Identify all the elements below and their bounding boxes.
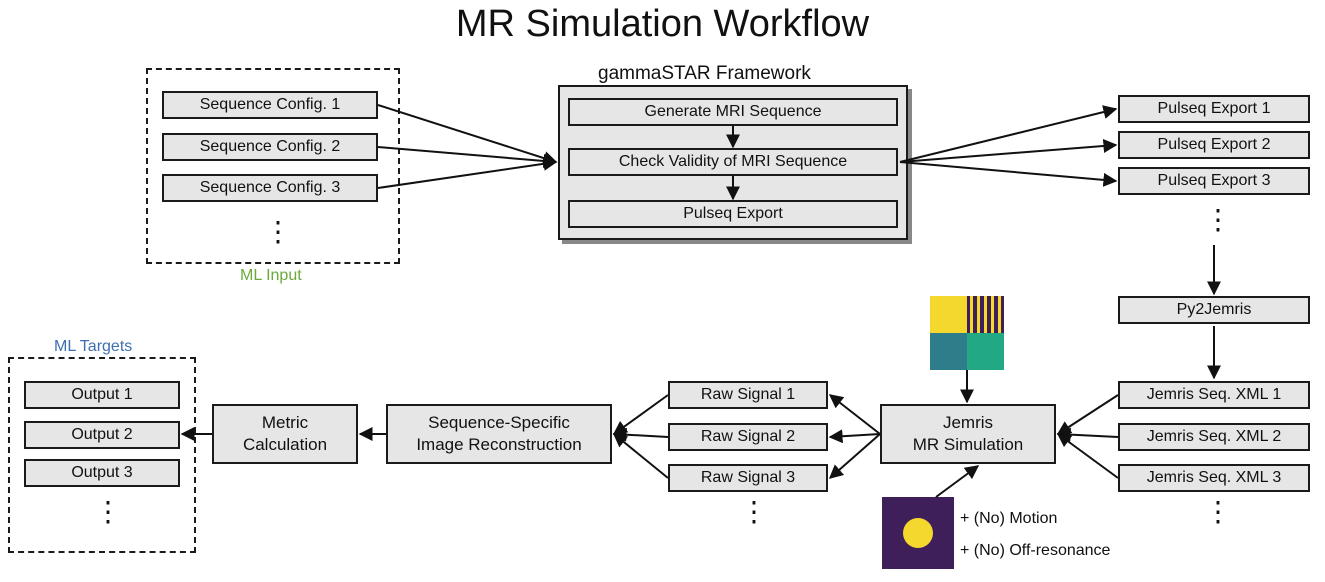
ml-input-group: [146, 68, 400, 264]
pulseq-export-1: Pulseq Export 1: [1118, 95, 1310, 123]
arrow-sim-raw1: [828, 394, 881, 435]
arrow-xml1-sim: [1056, 394, 1119, 435]
output-2: Output 2: [24, 421, 180, 449]
jemris-xml-3: Jemris Seq. XML 3: [1118, 464, 1310, 492]
arrow-framework-pulseq3: [899, 161, 1118, 187]
metric-calculation: Metric Calculation: [212, 404, 358, 464]
pulseq-export-2: Pulseq Export 2: [1118, 131, 1310, 159]
jemris-mr-simulation: Jemris MR Simulation: [880, 404, 1056, 464]
jemris-xml-2: Jemris Seq. XML 2: [1118, 423, 1310, 451]
arrow-config2-framework: [377, 146, 558, 168]
raw-signal-2: Raw Signal 2: [668, 423, 828, 451]
diagram-title: MR Simulation Workflow: [455, 3, 870, 45]
raw-signal-3: Raw Signal 3: [668, 464, 828, 492]
arrow-motion-sim: [935, 465, 980, 498]
arrow-xml3-sim: [1056, 433, 1119, 479]
output-3: Output 3: [24, 459, 180, 487]
sequence-phantom-image: [930, 296, 1004, 370]
motion-annotation: + (No) Motion: [960, 510, 1058, 527]
ml-targets-label: ML Targets: [54, 338, 133, 355]
ml-targets-group: [8, 357, 196, 553]
output-1: Output 1: [24, 381, 180, 409]
arrow-sim-raw3: [828, 433, 881, 479]
arrow-config1-framework: [377, 104, 558, 165]
off-resonance-annotation: + (No) Off-resonance: [960, 542, 1111, 559]
framework-title: gammaSTAR Framework: [598, 63, 811, 84]
pulseq-export-3: Pulseq Export 3: [1118, 167, 1310, 195]
arrow-framework-pulseq1: [899, 105, 1118, 163]
arrow-sim-raw2: [828, 429, 881, 444]
image-reconstruction: Sequence-Specific Image Reconstruction: [386, 404, 612, 464]
step-check-validity: Check Validity of MRI Sequence: [568, 148, 898, 176]
sequence-config-2: Sequence Config. 2: [162, 133, 378, 161]
ml-input-label: ML Input: [240, 267, 302, 284]
step-generate-sequence: Generate MRI Sequence: [568, 98, 898, 126]
py2jemris: Py2Jemris: [1118, 296, 1310, 324]
motion-phantom-image: [882, 497, 954, 569]
arrow-framework-pulseq2: [899, 139, 1118, 163]
arrow-xml2-sim: [1056, 427, 1119, 442]
sequence-config-3: Sequence Config. 3: [162, 174, 378, 202]
sequence-config-1: Sequence Config. 1: [162, 91, 378, 119]
arrow-raw2-recon: [612, 427, 669, 442]
step-pulseq-export: Pulseq Export: [568, 200, 898, 228]
arrow-config3-framework: [377, 156, 558, 189]
arrow-raw1-recon: [612, 394, 669, 435]
arrow-raw3-recon: [612, 433, 669, 479]
jemris-xml-1: Jemris Seq. XML 1: [1118, 381, 1310, 409]
raw-signal-1: Raw Signal 1: [668, 381, 828, 409]
